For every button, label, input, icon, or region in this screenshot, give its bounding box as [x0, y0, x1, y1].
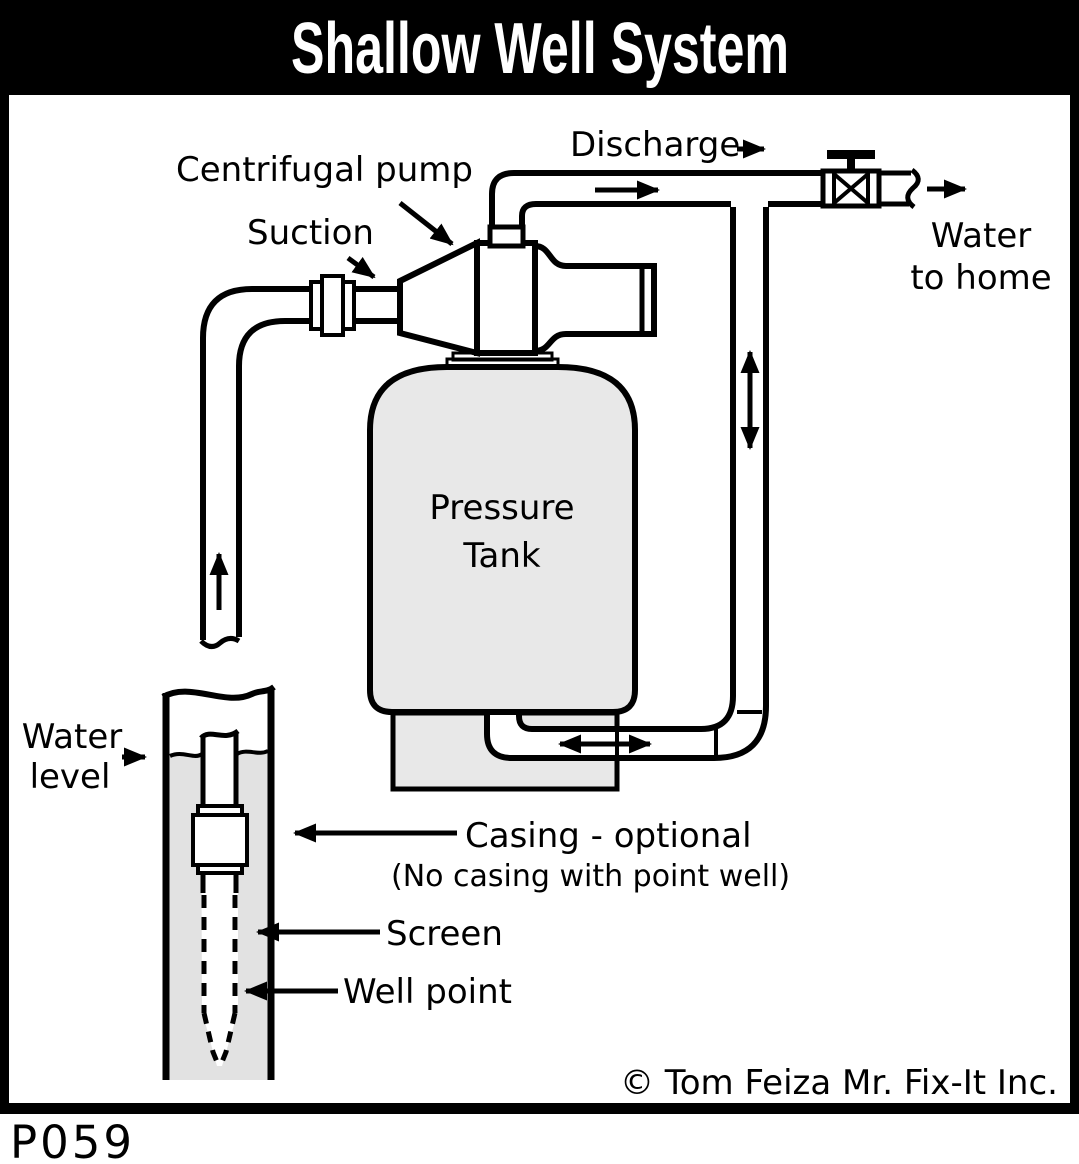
water-to-home-line1: Water [931, 216, 1032, 256]
casing-top-break [161, 684, 276, 701]
page-title: Shallow Well System [291, 9, 789, 89]
pump-body [474, 240, 538, 356]
pressure-tank-label-line1: Pressure [429, 488, 574, 528]
pump-outlet-neck [487, 224, 526, 249]
casing-note-label: (No casing with point well) [391, 859, 790, 894]
diagram-code: P059 [10, 1116, 135, 1164]
centrifugal-pump-arrow [398, 201, 454, 246]
suction-pipe [199, 286, 400, 649]
drive-coupling [191, 813, 249, 867]
gate-valve [820, 150, 882, 209]
pipe-break-symbol [905, 168, 921, 209]
screen-label: Screen [386, 914, 503, 954]
well-point-tip [201, 1012, 238, 1068]
centrifugal-pump-label: Centrifugal pump [176, 150, 473, 190]
casing-label: Casing - optional [465, 816, 752, 856]
right-border [1070, 95, 1079, 1114]
suction-arrow [346, 255, 376, 280]
water-level-label-line1: Water [22, 717, 123, 757]
well-point-label: Well point [343, 972, 512, 1012]
pressure-tank [367, 364, 638, 715]
water-level-line [169, 749, 269, 758]
screen-walls [201, 895, 238, 1013]
casing-walls [162, 688, 275, 1080]
water-to-home-line2: to home [910, 258, 1051, 298]
valve-stem [847, 158, 855, 172]
suction-label: Suction [247, 213, 374, 253]
well-casing-assembly [161, 684, 276, 1080]
centrifugal-pump [397, 224, 657, 370]
pump-motor [532, 242, 657, 355]
pipe-break-symbol [199, 635, 241, 649]
left-border [0, 95, 9, 1114]
title-bar [0, 0, 1079, 95]
discharge-pipe [489, 168, 921, 228]
copyright-text: © Tom Feiza Mr. Fix-It Inc. [620, 1063, 1058, 1103]
pump-volute [397, 238, 480, 357]
drop-pipe-walls [200, 733, 239, 893]
pump-mount-base [445, 357, 560, 370]
water-level-label-line2: level [30, 757, 111, 797]
union-coupling [309, 274, 356, 337]
pressure-tank-label-line2: Tank [462, 536, 541, 576]
discharge-label: Discharge [570, 125, 740, 165]
valve-handle [827, 150, 875, 159]
bottom-border [0, 1103, 1079, 1114]
